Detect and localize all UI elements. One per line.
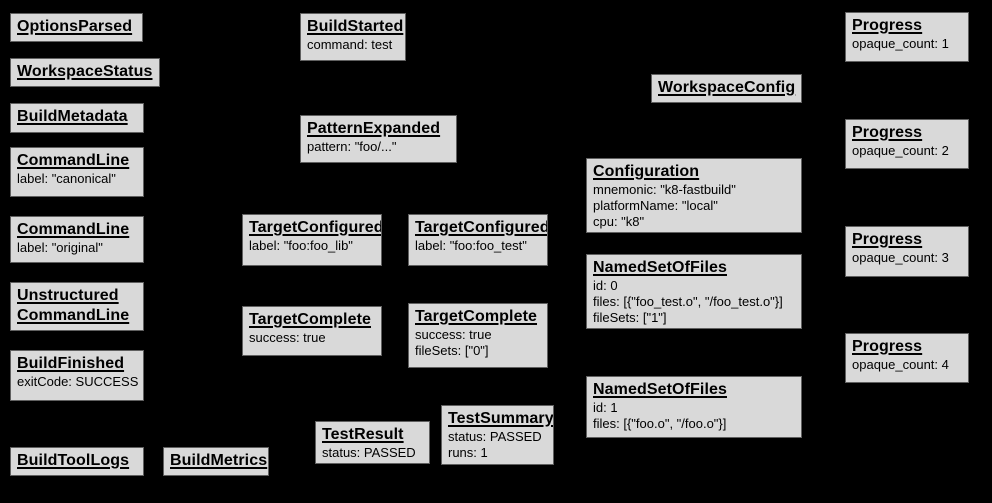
event-box-title: TargetComplete (415, 308, 538, 325)
event-box-attribute: cpu: "k8" (593, 214, 645, 229)
event-box-title: Progress (852, 231, 923, 248)
event-box-workspace-status: WorkspaceStatus (10, 58, 160, 87)
event-box-title: Progress (852, 338, 923, 355)
event-box-workspace-config: WorkspaceConfig (651, 74, 802, 103)
event-box-title: BuildToolLogs (17, 452, 130, 469)
event-box-target-complete-foo-lib: TargetComplete success: true (242, 306, 382, 356)
event-box-attribute: command: test (307, 37, 393, 52)
event-box-attribute: id: 0 (593, 278, 618, 293)
event-box-title: TargetConfigured (249, 219, 382, 236)
event-box-title: BuildFinished (17, 355, 125, 372)
event-box-attribute: label: "foo:foo_test" (415, 238, 527, 253)
event-box-title: Progress (852, 17, 923, 34)
event-box-attribute: opaque_count: 2 (852, 143, 949, 158)
event-box-pattern-expanded: PatternExpanded pattern: "foo/..." (300, 115, 457, 163)
event-box-build-started: BuildStarted command: test (300, 13, 406, 61)
event-box-command-line-original: CommandLine label: "original" (10, 216, 144, 263)
event-box-build-metrics: BuildMetrics (163, 447, 269, 476)
event-box-title: NamedSetOfFiles (593, 259, 727, 276)
event-box-attribute: id: 1 (593, 400, 618, 415)
event-box-command-line-canonical: CommandLine label: "canonical" (10, 147, 144, 197)
event-box-attribute: label: "canonical" (17, 171, 116, 186)
event-box-build-metadata: BuildMetadata (10, 103, 144, 133)
event-box-title: TargetComplete (249, 311, 372, 328)
event-box-configuration: Configuration mnemonic: "k8-fastbuild"pla… (586, 158, 802, 233)
event-box-progress-1: Progress opaque_count: 1 (845, 12, 969, 62)
event-box-attribute: label: "foo:foo_lib" (249, 238, 353, 253)
event-box-attribute: status: PASSED (448, 429, 542, 444)
event-box-attribute: opaque_count: 3 (852, 250, 949, 265)
event-box-title: NamedSetOfFiles (593, 381, 727, 398)
event-box-title: TestSummary (448, 410, 554, 427)
event-box-unstructured-command-line: Unstructured CommandLine (10, 282, 144, 331)
event-box-attribute: fileSets: ["0"] (415, 343, 489, 358)
event-box-attribute: runs: 1 (448, 445, 488, 460)
event-box-title: OptionsParsed (17, 18, 133, 35)
event-box-title: TargetConfigured (415, 219, 548, 236)
event-box-title: WorkspaceStatus (17, 63, 153, 80)
event-box-title: BuildMetrics (170, 452, 268, 469)
event-box-attribute: files: [{"foo.o", "/foo.o"}] (593, 416, 727, 431)
event-box-attribute: label: "original" (17, 240, 103, 255)
event-box-progress-2: Progress opaque_count: 2 (845, 119, 969, 169)
event-box-title: BuildStarted (307, 18, 404, 35)
event-box-build-finished: BuildFinished exitCode: SUCCESS (10, 350, 144, 401)
event-box-attribute: exitCode: SUCCESS (17, 374, 139, 389)
event-box-title: PatternExpanded (307, 120, 441, 137)
event-box-options-parsed: OptionsParsed (10, 13, 143, 42)
event-box-attribute: success: true (249, 330, 326, 345)
event-box-target-configured-foo-test: TargetConfigured label: "foo:foo_test" (408, 214, 548, 266)
event-box-title: Configuration (593, 163, 700, 180)
event-box-attribute: status: PASSED (322, 445, 416, 460)
event-box-attribute: opaque_count: 4 (852, 357, 949, 372)
event-box-title: WorkspaceConfig (658, 79, 796, 96)
event-box-attribute: opaque_count: 1 (852, 36, 949, 51)
event-box-title: Unstructured CommandLine (17, 287, 130, 324)
event-box-title: BuildMetadata (17, 108, 128, 125)
event-box-attribute: files: [{"foo_test.o", "/foo_test.o"}] (593, 294, 783, 309)
event-box-progress-3: Progress opaque_count: 3 (845, 226, 969, 277)
event-box-attribute: platformName: "local" (593, 198, 718, 213)
event-box-attribute: pattern: "foo/..." (307, 139, 397, 154)
event-box-build-tool-logs: BuildToolLogs (10, 447, 144, 476)
event-box-title: TestResult (322, 426, 404, 443)
event-box-test-result: TestResult status: PASSED (315, 421, 430, 464)
event-box-target-configured-foo-lib: TargetConfigured label: "foo:foo_lib" (242, 214, 382, 266)
event-box-title: Progress (852, 124, 923, 141)
event-box-title: CommandLine (17, 221, 130, 238)
event-box-attribute: fileSets: ["1"] (593, 310, 667, 325)
event-box-progress-4: Progress opaque_count: 4 (845, 333, 969, 383)
event-box-attribute: success: true (415, 327, 492, 342)
event-box-title: CommandLine (17, 152, 130, 169)
event-box-attribute: mnemonic: "k8-fastbuild" (593, 182, 736, 197)
